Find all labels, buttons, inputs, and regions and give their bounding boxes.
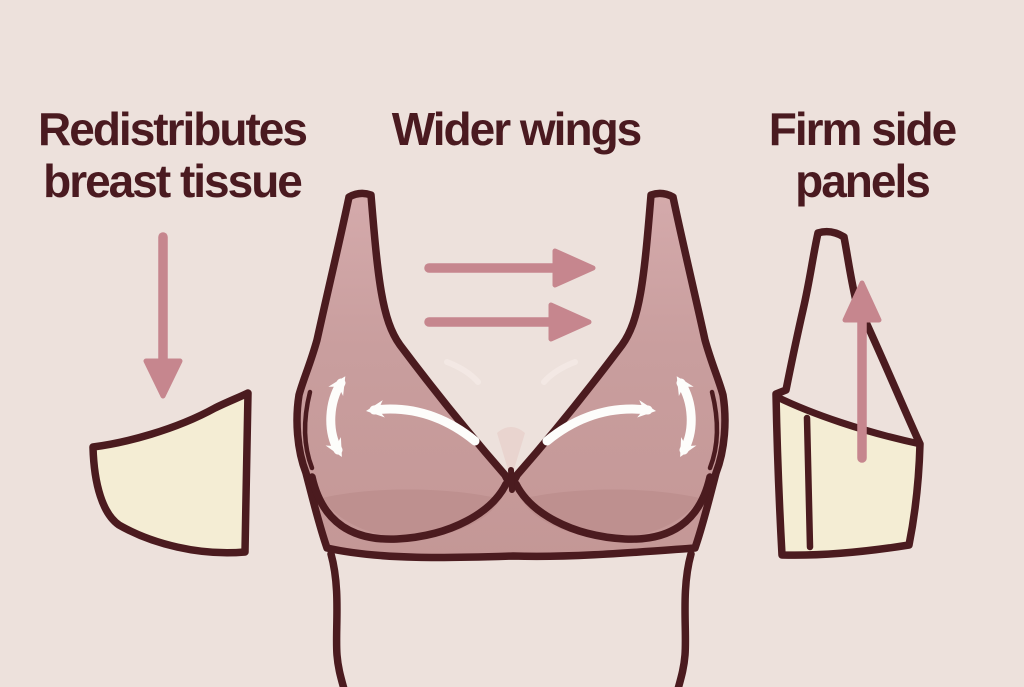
side-panel-seams — [773, 393, 924, 551]
redistribute-down-arrow-icon — [143, 232, 183, 399]
curved-arrow-left-icon — [366, 400, 480, 446]
double-arrow-vertical-right-icon — [676, 376, 697, 458]
curved-arrow-right-icon — [542, 400, 656, 446]
bra-illustration — [293, 189, 729, 687]
breast-tissue-panel-illustration — [89, 389, 252, 557]
label-line: Redistributes — [38, 103, 308, 155]
wider-wings-arrows — [424, 248, 596, 342]
right-arrow-icon — [424, 248, 596, 288]
side-panel-outline — [772, 227, 924, 559]
cup-highlights — [444, 359, 578, 385]
label-line: Firm side — [768, 103, 958, 155]
panel-vertical-seam — [803, 414, 814, 551]
right-side-seam — [707, 389, 720, 471]
label-line: breast tissue — [43, 154, 303, 207]
gore-gap-shading — [497, 427, 525, 481]
left-side-seam — [302, 389, 315, 471]
label-redistributes-breast-tissue: Redistributes breast tissue — [10, 103, 334, 208]
label-line: panels — [795, 154, 931, 207]
right-arrow-icon — [424, 302, 592, 342]
torso-outline — [327, 550, 695, 687]
lift-up-arrow-icon — [842, 280, 882, 463]
panel-top-seam — [773, 393, 924, 448]
gore-stem-seam — [508, 467, 515, 493]
label-firm-side-panels: Firm side panels — [718, 103, 1006, 208]
right-underwire-seam — [512, 473, 714, 543]
left-underwire-seam — [308, 473, 510, 543]
fabric-panel-shape — [89, 389, 252, 557]
side-panel-illustration — [772, 227, 924, 559]
double-arrow-vertical-left-icon — [325, 376, 346, 458]
bra-silhouette — [293, 189, 729, 562]
bra-seams — [302, 389, 720, 543]
label-wider-wings: Wider wings — [360, 103, 672, 156]
side-panel-cream-area — [777, 397, 920, 556]
cup-motion-arrows — [325, 376, 697, 458]
label-line: Wider wings — [391, 103, 643, 155]
